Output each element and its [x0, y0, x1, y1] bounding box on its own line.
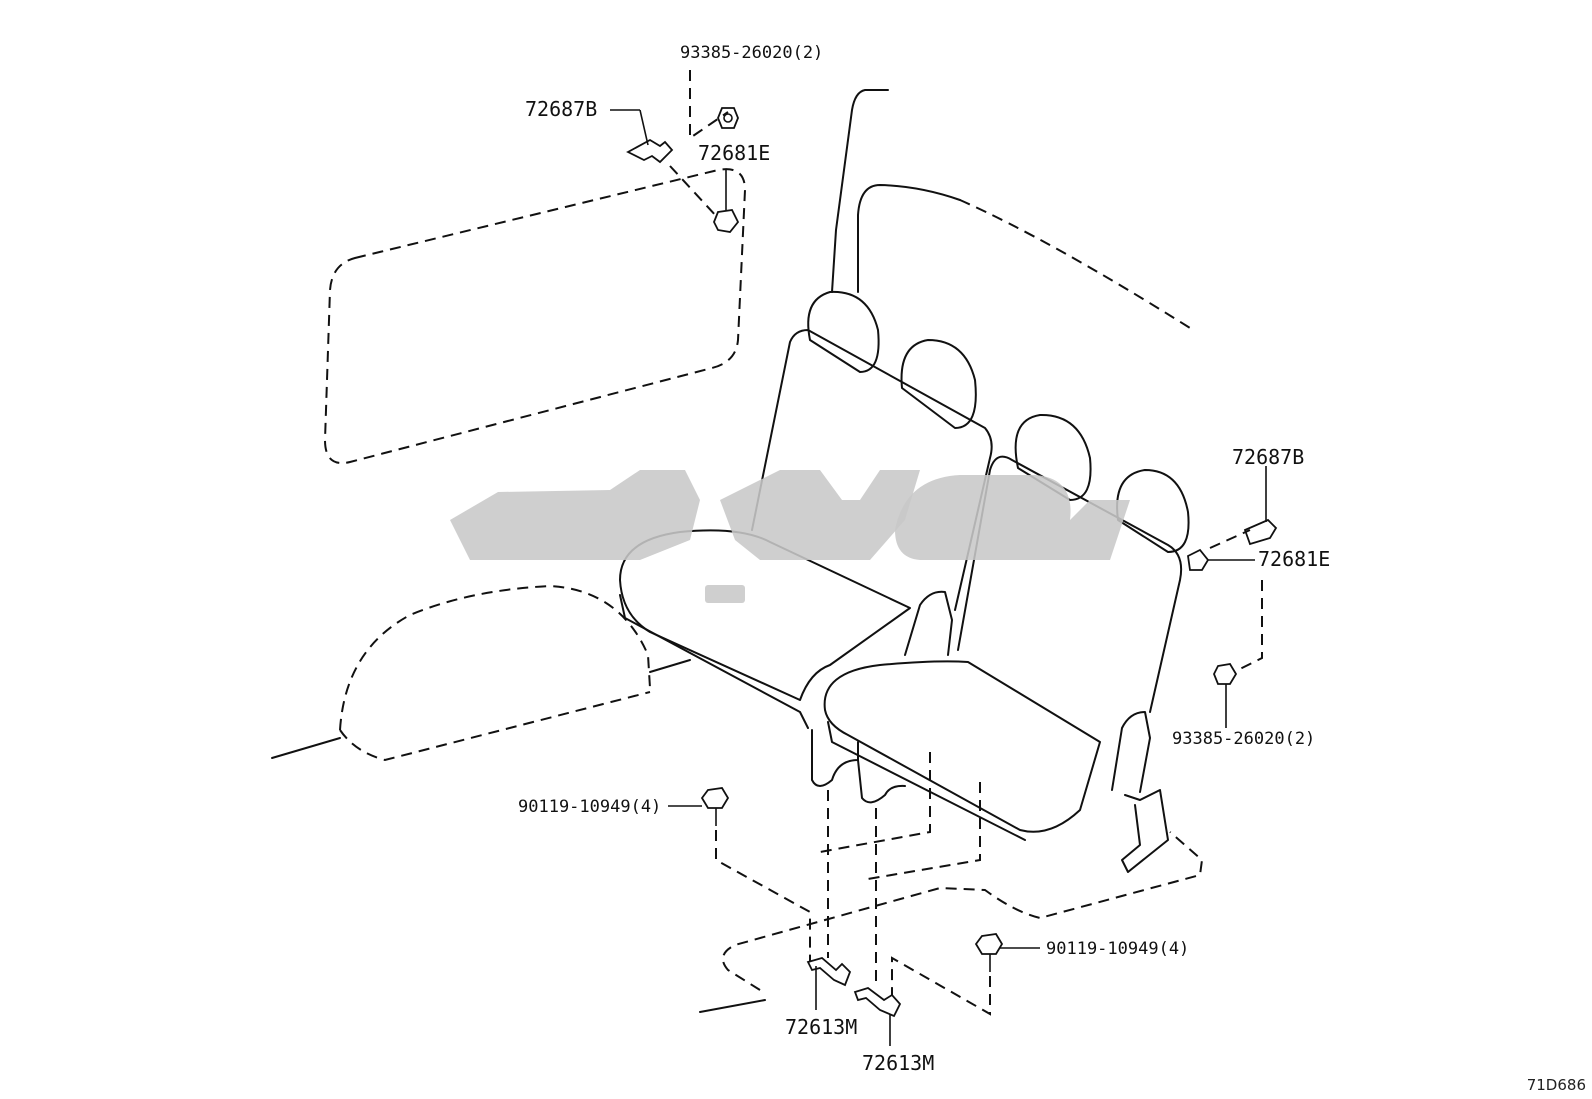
- callout-bracket-floor-2: 72613M: [862, 1051, 934, 1075]
- top-assembly-dash-2: [669, 165, 719, 219]
- callout-clip-top: 72681E: [698, 141, 770, 165]
- floor-line-mid: [649, 659, 691, 673]
- floor-outline: [721, 831, 1204, 991]
- bracket-floor-2-icon: [853, 987, 902, 1018]
- floor-outline-lower: [699, 999, 766, 1013]
- rear-seat-leg-2: [857, 759, 906, 804]
- bolt-right-icon: [974, 933, 1004, 955]
- front-seat-base: [827, 721, 1026, 841]
- clip-top-icon: [713, 209, 740, 233]
- top-fastener-group: [626, 70, 740, 233]
- clip-right-icon: [1187, 548, 1210, 571]
- seat-leg-projection-2: [861, 782, 981, 881]
- callout-bracket-top: 72687B: [525, 97, 597, 121]
- bolt-left-icon: [700, 787, 730, 809]
- bracket-floor-1-icon: [806, 957, 852, 987]
- callout-labels: 93385-26020(2) 72687B 72681E 72687B 7268…: [518, 43, 1586, 1094]
- wheel-arch-outline: [339, 584, 651, 731]
- right-assembly-dash-2: [1233, 580, 1263, 673]
- bolt-right-dash: [891, 956, 991, 1016]
- wheel-arch-base: [339, 691, 651, 762]
- rear-headrest-right: [900, 339, 977, 429]
- screw-top-icon: [717, 107, 739, 129]
- brand-watermark-logo: [450, 470, 1130, 603]
- rear-seat-leg: [811, 729, 859, 787]
- leader-lines: [610, 109, 1267, 1046]
- front-seat-hinge-left: [904, 590, 953, 656]
- screw-top-head: [723, 113, 733, 123]
- screw-right-icon: [1213, 663, 1238, 685]
- callout-bolt-right: 90119-10949(4): [1046, 939, 1189, 959]
- front-seat-leg: [1121, 789, 1169, 873]
- pillar-outline: [831, 89, 889, 293]
- callout-bracket-right: 72687B: [1232, 445, 1304, 469]
- front-seat-hinge-right: [1111, 711, 1151, 793]
- callout-clip-right: 72681E: [1258, 547, 1330, 571]
- callout-screw-right: 93385-26020(2): [1172, 729, 1315, 749]
- right-assembly-dash: [1209, 529, 1251, 549]
- leader-bracket-top-2: [639, 109, 649, 146]
- rear-headrest-left: [807, 290, 880, 373]
- rear-seat-back: [751, 329, 993, 611]
- floor-fastener-group: [700, 787, 1004, 1018]
- callout-bracket-floor-1: 72613M: [785, 1015, 857, 1039]
- rear-seat-base: [619, 594, 809, 729]
- top-assembly-dash: [689, 70, 729, 140]
- drawing-code: 71D686: [1527, 1076, 1586, 1094]
- callout-bolt-left: 90119-10949(4): [518, 797, 661, 817]
- callout-screw-top: 93385-26020(2): [680, 43, 823, 63]
- roof-line: [959, 199, 1191, 329]
- front-headrest-left: [1014, 413, 1092, 501]
- seat-leg-projection-1: [819, 752, 931, 853]
- vehicle-body-outline: [271, 89, 1204, 1013]
- right-fastener-group: [1187, 518, 1278, 685]
- bracket-top-icon: [626, 138, 674, 164]
- front-headrest-right: [1116, 469, 1190, 553]
- pillar-outline-inner: [857, 184, 961, 293]
- bracket-right-icon: [1243, 518, 1278, 546]
- bolt-left-dash: [715, 830, 811, 968]
- floor-line-left: [271, 737, 341, 759]
- front-seat-cushion: [823, 660, 1101, 833]
- side-window-outline: [323, 168, 747, 464]
